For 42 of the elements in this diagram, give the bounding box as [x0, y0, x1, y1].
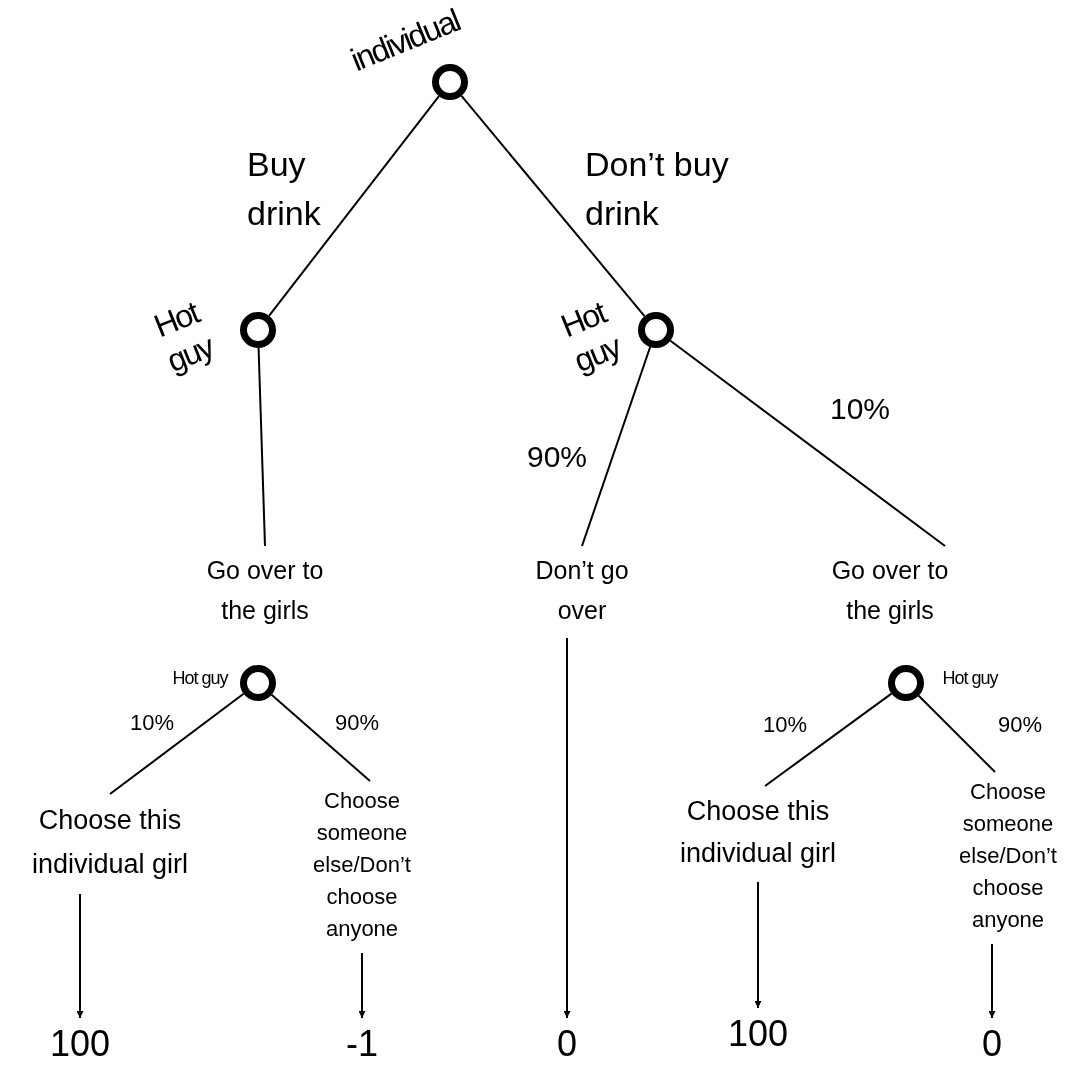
payoff-value: 100	[708, 1012, 808, 1056]
branch-line	[581, 346, 652, 547]
chance-node-circle	[888, 665, 924, 701]
arrow	[754, 881, 762, 1009]
edge-label: Buy drink	[247, 144, 322, 235]
branch-line	[460, 94, 646, 318]
arrow	[563, 637, 571, 1019]
outcome-text: Go over to the girls	[205, 550, 325, 630]
edge-label: 10%	[763, 712, 808, 738]
branch-line	[109, 692, 245, 795]
edge-label: 90%	[527, 440, 588, 474]
chance-node-circle	[240, 312, 276, 348]
outcome-text: Choose someone else/Don’t choose anyone	[943, 776, 1073, 936]
payoff-value: -1	[322, 1022, 402, 1066]
node-label: Hot guy	[941, 668, 1000, 689]
branch-line	[257, 347, 266, 547]
edge-label: 90%	[998, 712, 1043, 738]
branch-line	[270, 693, 371, 782]
payoff-value: 100	[30, 1022, 130, 1066]
edge-label: 90%	[335, 710, 380, 736]
edge-label: 10%	[830, 392, 891, 426]
chance-node-circle	[240, 665, 276, 701]
outcome-text: Choose this individual girl	[673, 790, 843, 874]
edge-label: 10%	[130, 710, 175, 736]
outcome-text: Go over to the girls	[830, 550, 950, 630]
arrow	[76, 893, 84, 1019]
branch-line	[917, 694, 996, 773]
branch-line	[669, 339, 946, 547]
outcome-text: Choose someone else/Don’t choose anyone	[297, 785, 427, 945]
payoff-value: 0	[537, 1022, 597, 1066]
node-label: Hot guy	[554, 293, 626, 381]
outcome-text: Don’t go over	[519, 550, 645, 630]
outcome-text: Choose this individual girl	[2, 798, 218, 886]
arrow	[988, 943, 996, 1019]
arrow	[358, 952, 366, 1019]
chance-node-circle	[638, 312, 674, 348]
payoff-value: 0	[962, 1022, 1022, 1066]
branch-line	[268, 95, 440, 317]
branch-line	[764, 692, 893, 787]
node-label: Hot guy	[147, 293, 219, 381]
edge-label: Don’t buy drink	[585, 144, 730, 235]
node-label: Hot guy	[171, 668, 230, 689]
